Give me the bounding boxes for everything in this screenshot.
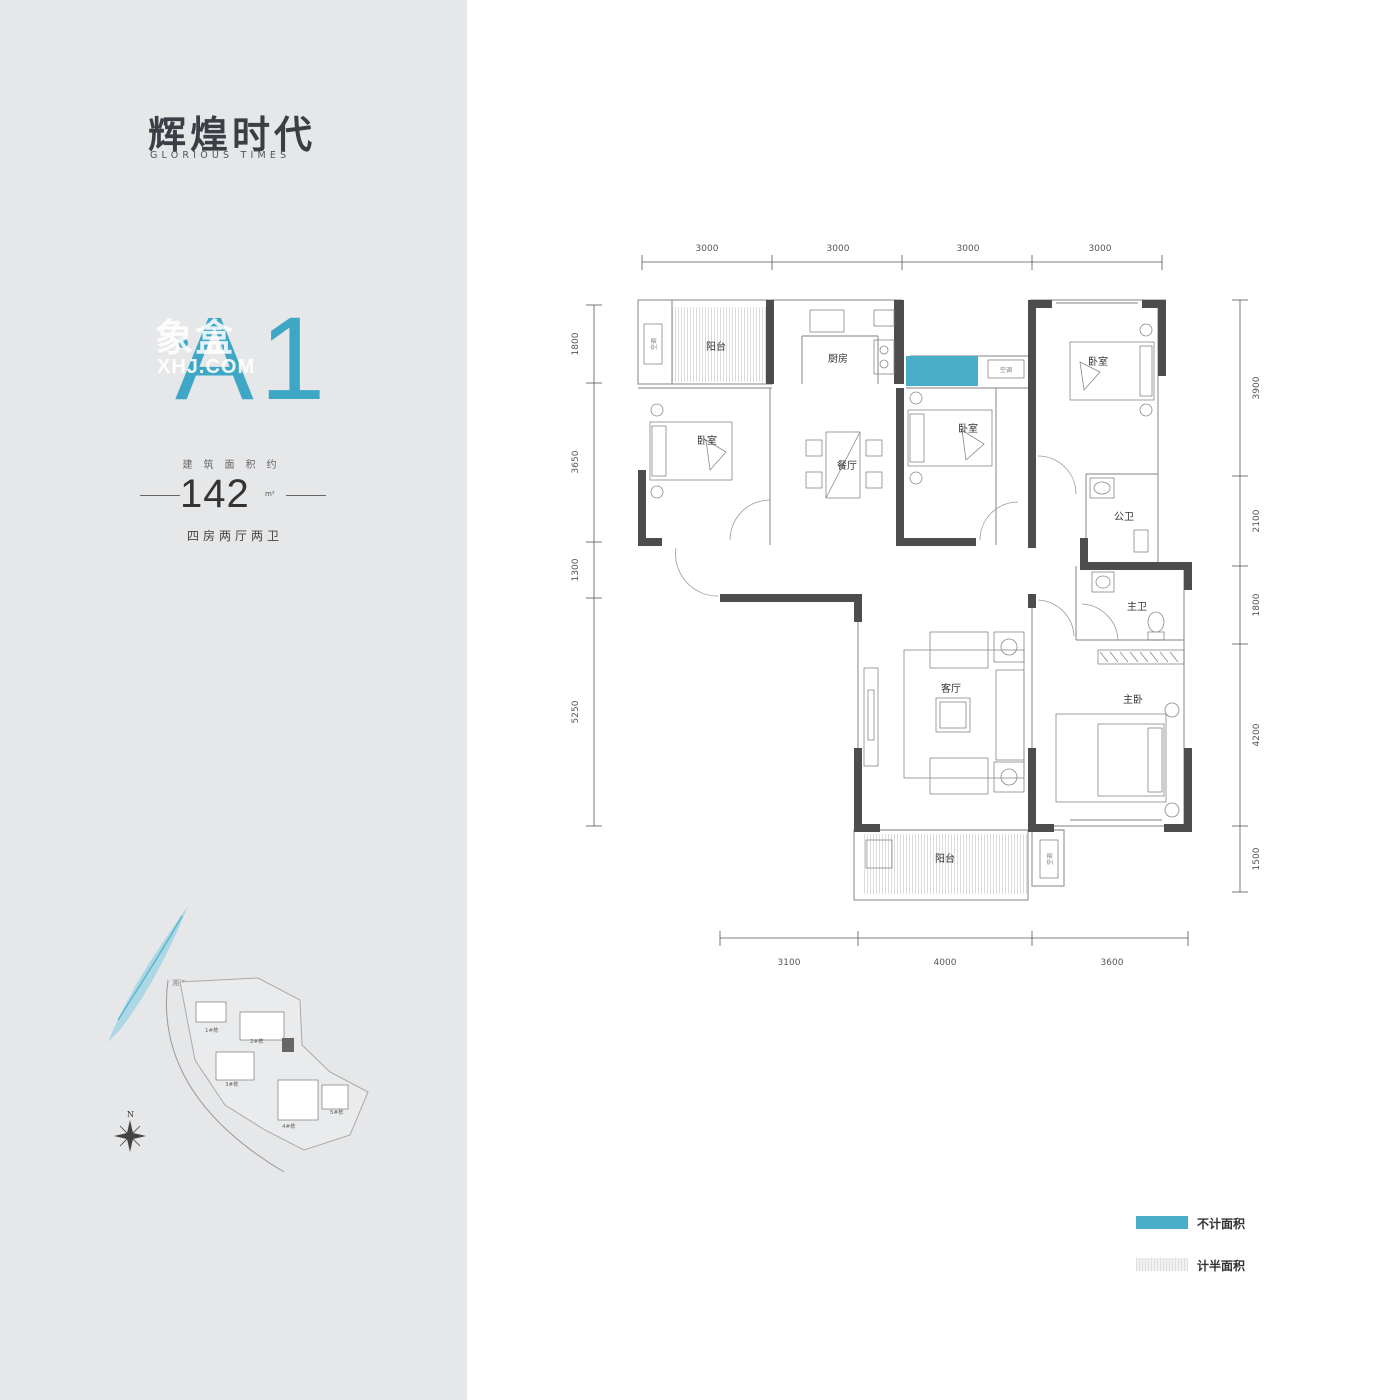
dim-left-2: 3650 <box>571 450 581 473</box>
kitchen-fixtures <box>809 309 895 375</box>
dim-top-2: 3000 <box>827 244 850 254</box>
dim-right-4: 4200 <box>1252 723 1262 746</box>
room-label-master-bath: 主卫 <box>1127 601 1147 613</box>
legend-label-excluded: 不计面积 <box>1197 1217 1246 1231</box>
door-swings <box>675 455 1119 641</box>
dim-top-4: 3000 <box>1089 244 1112 254</box>
unit-layout: 四房两厅两卫 <box>186 529 283 543</box>
room-label-bedroom-mid: 卧室 <box>958 422 978 435</box>
room-label-public-bath: 公卫 <box>1114 512 1134 523</box>
area-label: 建筑面积约 <box>182 460 288 471</box>
dims-bottom <box>719 931 1189 946</box>
bath-fixtures <box>1089 477 1165 641</box>
building-4 <box>277 1079 319 1121</box>
building-2 <box>239 1011 285 1041</box>
area-unit: m² <box>265 490 275 498</box>
room-label-bedroom-w: 卧室 <box>697 434 717 447</box>
ac-unit-s <box>1039 839 1059 879</box>
thick-walls <box>638 300 1192 832</box>
dims-top <box>641 255 1163 270</box>
building-2-label: 2#栋 <box>250 1037 264 1045</box>
legend-label-half: 计半面积 <box>1197 1259 1246 1273</box>
room-label-master-bedroom: 主卧 <box>1123 693 1143 706</box>
room-label-balcony-nw: 阳台 <box>706 340 726 353</box>
balcony-s-hatch <box>862 834 1028 894</box>
dims-left <box>586 304 602 827</box>
building-5 <box>321 1084 349 1110</box>
dim-bottom-1: 3100 <box>778 958 801 968</box>
ac-label-nw: 空调 <box>650 338 658 350</box>
wardrobe-master <box>1097 649 1185 665</box>
dim-left-3: 1300 <box>571 558 581 581</box>
living-furniture <box>863 631 1025 795</box>
unit-code: A1 <box>175 293 332 425</box>
brand-name-cn: 辉煌时代 <box>148 113 317 157</box>
dim-bottom-2: 4000 <box>934 958 957 968</box>
balcony-s-fixture <box>865 839 893 869</box>
dims-right <box>1232 299 1248 893</box>
area-value: 142 <box>180 472 250 516</box>
watermark-logo: 象盒 <box>155 316 236 360</box>
dim-right-5: 1500 <box>1252 847 1262 870</box>
building-5-label: 5#栋 <box>330 1108 344 1116</box>
site-plan: 湘江 1#栋 2#栋 3#栋 4#栋 5#栋 N <box>108 906 369 1173</box>
unit-dot-icon <box>178 338 188 348</box>
watermark-url: XHJ.COM <box>157 356 256 378</box>
river-label: 湘江 <box>172 978 186 987</box>
balcony-nw-hatch <box>672 307 768 382</box>
ac-label-s: 空调 <box>1046 853 1054 865</box>
ac-unit-nw <box>643 323 663 365</box>
dim-left-1: 1800 <box>571 332 581 355</box>
ac-label-mid: 空调 <box>1000 366 1012 374</box>
dim-bottom-3: 3600 <box>1101 958 1124 968</box>
room-label-living: 客厅 <box>941 682 961 695</box>
dim-right-2: 2100 <box>1252 509 1262 532</box>
building-3-label: 3#栋 <box>225 1080 239 1088</box>
bed-master <box>1055 702 1180 818</box>
north-label: N <box>127 1110 134 1119</box>
area-rule-right <box>286 495 326 496</box>
room-label-kitchen: 厨房 <box>828 352 848 365</box>
bed-west <box>649 403 733 499</box>
room-label-bedroom-ne: 卧室 <box>1088 355 1108 368</box>
building-2-highlight <box>282 1038 294 1052</box>
river-ribbon-inner-icon <box>117 915 183 1021</box>
brand-name-en: GLORIOUS TIMES <box>150 150 291 161</box>
compass-icon <box>114 1120 146 1152</box>
bed-mid <box>907 391 993 485</box>
building-1 <box>195 1001 227 1023</box>
ac-unit-mid <box>987 359 1025 379</box>
excluded-area-shaft <box>906 356 978 386</box>
dim-top-3: 3000 <box>957 244 980 254</box>
building-1-label: 1#栋 <box>205 1026 219 1034</box>
dining-table <box>805 431 883 499</box>
bed-ne <box>1069 323 1155 417</box>
building-4-label: 4#栋 <box>282 1122 296 1130</box>
dim-right-3: 1800 <box>1252 593 1262 616</box>
room-label-balcony-s: 阳台 <box>935 852 955 865</box>
legend-swatch-excluded <box>1136 1216 1188 1229</box>
site-boundary <box>179 977 369 1151</box>
dim-left-4: 5250 <box>571 700 581 723</box>
dim-top-1: 3000 <box>696 244 719 254</box>
dim-right-1: 3900 <box>1252 376 1262 399</box>
area-rule-left <box>140 495 180 496</box>
legend-swatch-half <box>1136 1258 1188 1271</box>
building-3 <box>215 1051 255 1081</box>
site-road <box>165 979 285 1173</box>
room-label-dining: 餐厅 <box>837 459 857 472</box>
info-panel <box>0 0 467 1400</box>
